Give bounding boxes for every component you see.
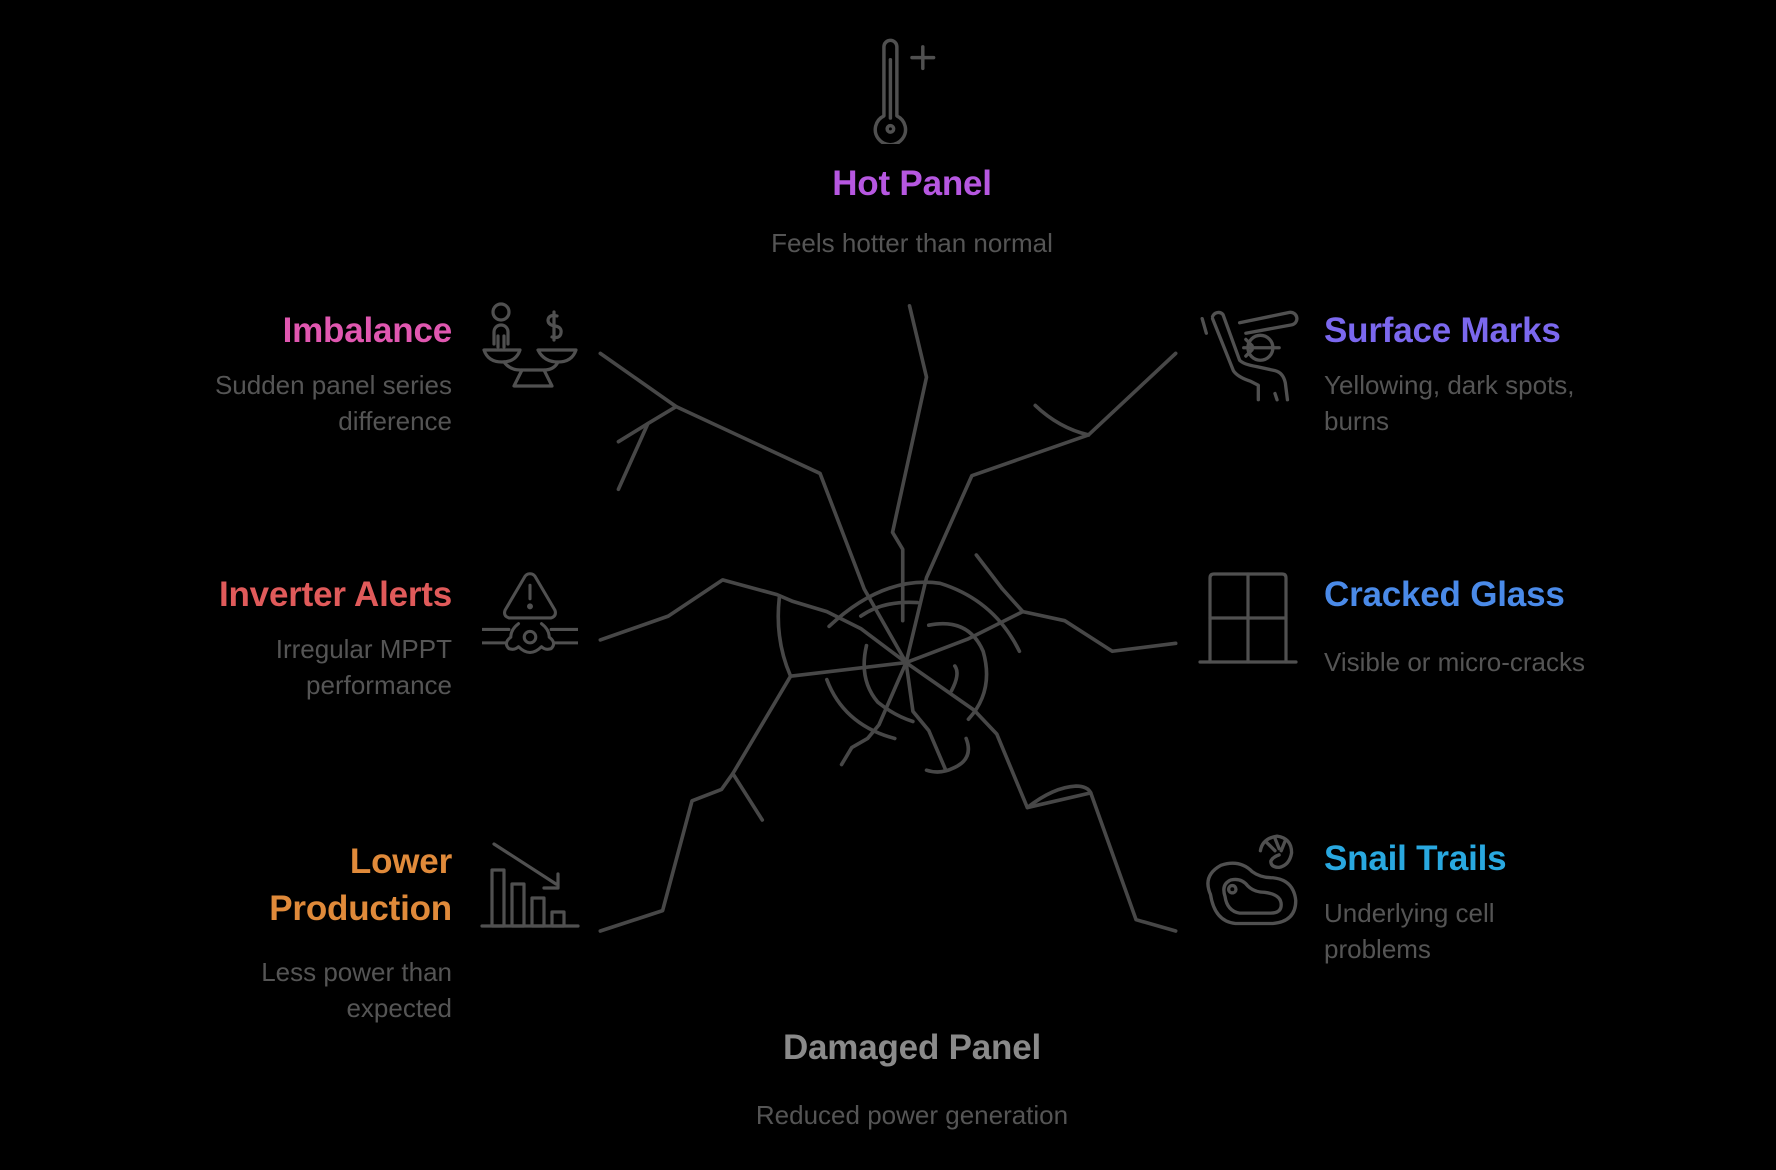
thermometer-plus-icon-glyph xyxy=(873,38,936,147)
window-pane-icon xyxy=(1198,570,1298,670)
symptom-title: Inverter Alerts xyxy=(218,575,452,614)
symptom-title: Lower Production xyxy=(100,838,452,932)
central-title: Damaged Panel xyxy=(782,1028,1042,1067)
surface-marks-icon xyxy=(1198,302,1302,406)
symptom-title: Imbalance xyxy=(282,311,453,350)
symptom-cracked-glass: Cracked Glass Visible or micro-cracks xyxy=(1324,574,1684,680)
central-description: Reduced power generation xyxy=(755,1100,1069,1130)
balance-scale-icon xyxy=(482,302,582,402)
symptom-hot-panel: Hot Panel Feels hotter than normal xyxy=(712,163,1112,261)
symptom-description: Visible or micro-cracks xyxy=(1324,647,1586,677)
declining-bar-chart-icon xyxy=(480,832,580,932)
snail-trail-icon xyxy=(1198,832,1302,936)
symptom-title-line-2: Production xyxy=(269,889,452,928)
symptom-surface-marks: Surface Marks Yellowing, dark spots,burn… xyxy=(1324,310,1684,439)
central-damaged-panel: Damaged Panel Reduced power generation xyxy=(662,1027,1162,1133)
symptom-description: Yellowing, dark spots,burns xyxy=(1324,370,1575,436)
symptom-title: Hot Panel xyxy=(832,164,992,203)
symptom-description: Feels hotter than normal xyxy=(771,228,1053,258)
thermometer-plus-icon xyxy=(858,36,966,147)
inverter-warning-icon xyxy=(480,568,580,664)
symptom-title-line-1: Lower xyxy=(349,842,452,881)
symptom-title: Surface Marks xyxy=(1324,311,1561,350)
symptom-title: Snail Trails xyxy=(1324,839,1507,878)
symptom-title: Cracked Glass xyxy=(1324,575,1565,614)
